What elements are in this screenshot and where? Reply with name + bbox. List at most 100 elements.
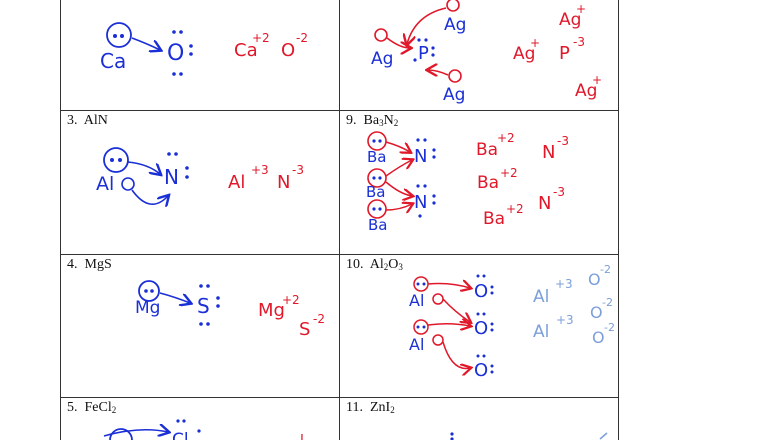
ba-ion-2: Ba — [477, 173, 499, 193]
cl-charge: l- — [300, 433, 309, 440]
ag-bottom: Ag — [443, 85, 465, 105]
ba-ion-1: Ba — [476, 140, 498, 160]
mgs-work: Mg S Mg +2 S -2 — [135, 280, 325, 340]
problem-number: 9. — [346, 113, 357, 128]
al2o3-work: Al Al O O O Al +3 Al +3 — [409, 263, 615, 381]
n-charge-1: -3 — [557, 134, 569, 148]
p-charge: -3 — [573, 35, 585, 49]
ag-top: Ag — [444, 15, 466, 35]
n-2: N — [414, 192, 427, 213]
o-charge-3: -2 — [604, 321, 615, 334]
problem-label-10: 10. Al2O3 — [346, 257, 403, 273]
mg-ion: Mg — [258, 300, 285, 321]
al-metal: Al — [96, 173, 114, 195]
n-charge-2: -3 — [553, 185, 565, 199]
al-ion-2: Al — [533, 322, 549, 342]
ba-2: Ba — [366, 183, 385, 201]
problem-label-11: 11. ZnI2 — [346, 400, 395, 416]
problem-number: 10. — [346, 257, 364, 272]
problem-number: 5. — [67, 400, 78, 415]
o-symbol: O — [167, 41, 184, 66]
aln-work: Al N Al +3 N -3 — [96, 147, 304, 204]
ca-o-work: Ca O Ca +2 O -2 — [100, 22, 308, 76]
formula-subscript: 2 — [393, 118, 399, 128]
p-symbol: P — [418, 43, 429, 64]
cl-symbol: Cl — [172, 430, 189, 440]
n-ion: N — [277, 172, 290, 193]
ag-ion-3: Ag — [575, 81, 597, 101]
formula-element: I — [385, 400, 391, 415]
zni2-work — [450, 432, 608, 440]
ba3n2-work: Ba Ba Ba N N Ba +2 Ba +2 Ba — [366, 131, 569, 234]
mg-metal: Mg — [135, 298, 160, 318]
formula-subscript: 2 — [111, 405, 117, 415]
ca-ion: Ca — [234, 40, 258, 61]
n-1: N — [414, 146, 427, 167]
o-ion-3: O — [592, 328, 605, 347]
ag-charge-3: + — [592, 73, 602, 87]
ag-p-work: Ag Ag P Ag Ag + Ag + P -3 Ag + — [371, 0, 602, 105]
ag-charge-2: + — [530, 36, 540, 50]
ba-charge-2: +2 — [500, 166, 518, 180]
formula-element: Fe — [84, 400, 99, 415]
formula-element: S — [103, 257, 112, 272]
al-ion: Al — [228, 172, 245, 193]
formula-subscript: 2 — [390, 405, 395, 415]
s-charge: -2 — [313, 312, 325, 326]
ba-ion-3: Ba — [483, 209, 505, 229]
o-charge: -2 — [296, 31, 308, 45]
ag-ion-2: Ag — [513, 44, 535, 64]
formula-element: Zn — [369, 400, 386, 415]
o-3: O — [474, 360, 488, 381]
al-charge: +3 — [251, 163, 269, 177]
ba-1: Ba — [367, 148, 386, 166]
o-ion-2: O — [590, 303, 603, 322]
al-1: Al — [409, 291, 424, 310]
mg-charge: +2 — [282, 293, 300, 307]
formula-element: Mg — [84, 257, 104, 272]
p-ion: P — [559, 43, 570, 64]
o-charge-1: -2 — [600, 263, 611, 276]
n-charge: -3 — [292, 163, 304, 177]
ba-charge-1: +2 — [497, 131, 515, 145]
al-ion-1: Al — [533, 287, 549, 307]
al-2: Al — [409, 335, 424, 354]
formula-element: Ba — [363, 113, 380, 128]
ca-charge: +2 — [252, 31, 270, 45]
problem-number: 4. — [67, 257, 78, 272]
formula-subscript: 2 — [383, 262, 389, 272]
formula-element: Cl — [98, 400, 112, 415]
formula-subscript: 3 — [379, 118, 384, 128]
al-charge-2: +3 — [556, 313, 574, 327]
ca-metal: Ca — [100, 49, 126, 73]
formula-element: N — [97, 113, 108, 128]
ba-3: Ba — [368, 216, 387, 234]
problem-number: 11. — [346, 400, 363, 415]
o-ion: O — [281, 40, 295, 61]
o-ion-1: O — [588, 270, 601, 289]
o-2: O — [474, 318, 488, 339]
o-1: O — [474, 281, 488, 302]
problem-label-9: 9. Ba3N2 — [346, 113, 398, 129]
formula-element: Al — [369, 257, 384, 272]
problem-label-3: 3. AlN — [67, 113, 108, 129]
s-ion: S — [299, 319, 310, 340]
ag-charge-1: + — [576, 2, 586, 16]
formula-element: N — [383, 113, 394, 128]
ba-charge-3: +2 — [506, 202, 524, 216]
fecl2-work: Cl l- — [103, 419, 309, 440]
s-symbol: S — [197, 294, 210, 318]
formula-subscript: 3 — [398, 262, 403, 272]
formula-element: O — [388, 257, 399, 272]
formula-element: Al — [83, 113, 98, 128]
o-charge-2: -2 — [602, 296, 613, 309]
n-ion-2: N — [538, 193, 551, 214]
ag-ion-1: Ag — [559, 10, 581, 30]
problem-number: 3. — [67, 113, 78, 128]
problem-label-4: 4. MgS — [67, 257, 112, 273]
n-ion-1: N — [542, 142, 555, 163]
problem-label-5: 5. FeCl2 — [67, 400, 116, 416]
